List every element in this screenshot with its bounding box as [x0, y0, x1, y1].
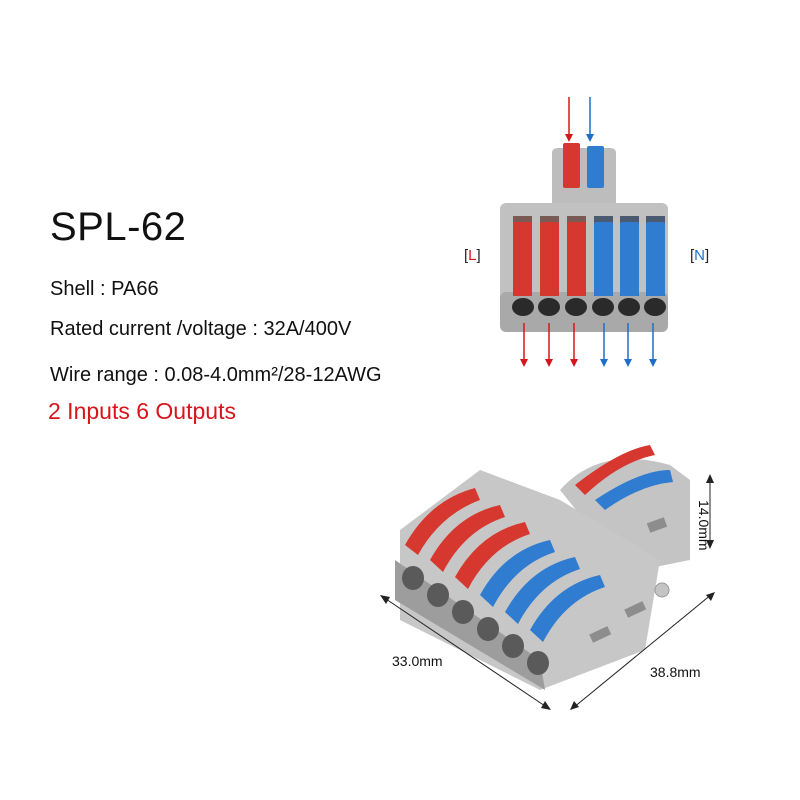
- neutral-label: [N]: [690, 247, 710, 264]
- dimension-length: 33.0mm: [392, 653, 443, 669]
- isometric-connector: [380, 445, 715, 710]
- model-title: SPL-62: [50, 205, 187, 249]
- dimension-width: 38.8mm: [650, 664, 701, 680]
- front-view-connector: [500, 97, 668, 367]
- live-label: [L]: [464, 247, 481, 264]
- spec-wire-range: Wire range : 0.08-4.0mm²/28-12AWG: [50, 364, 382, 386]
- io-highlight: 2 Inputs 6 Outputs: [48, 398, 236, 424]
- dimension-height: 14.0mm: [696, 500, 712, 551]
- spec-rated: Rated current /voltage : 32A/400V: [50, 318, 352, 340]
- spec-shell: Shell : PA66: [50, 278, 159, 300]
